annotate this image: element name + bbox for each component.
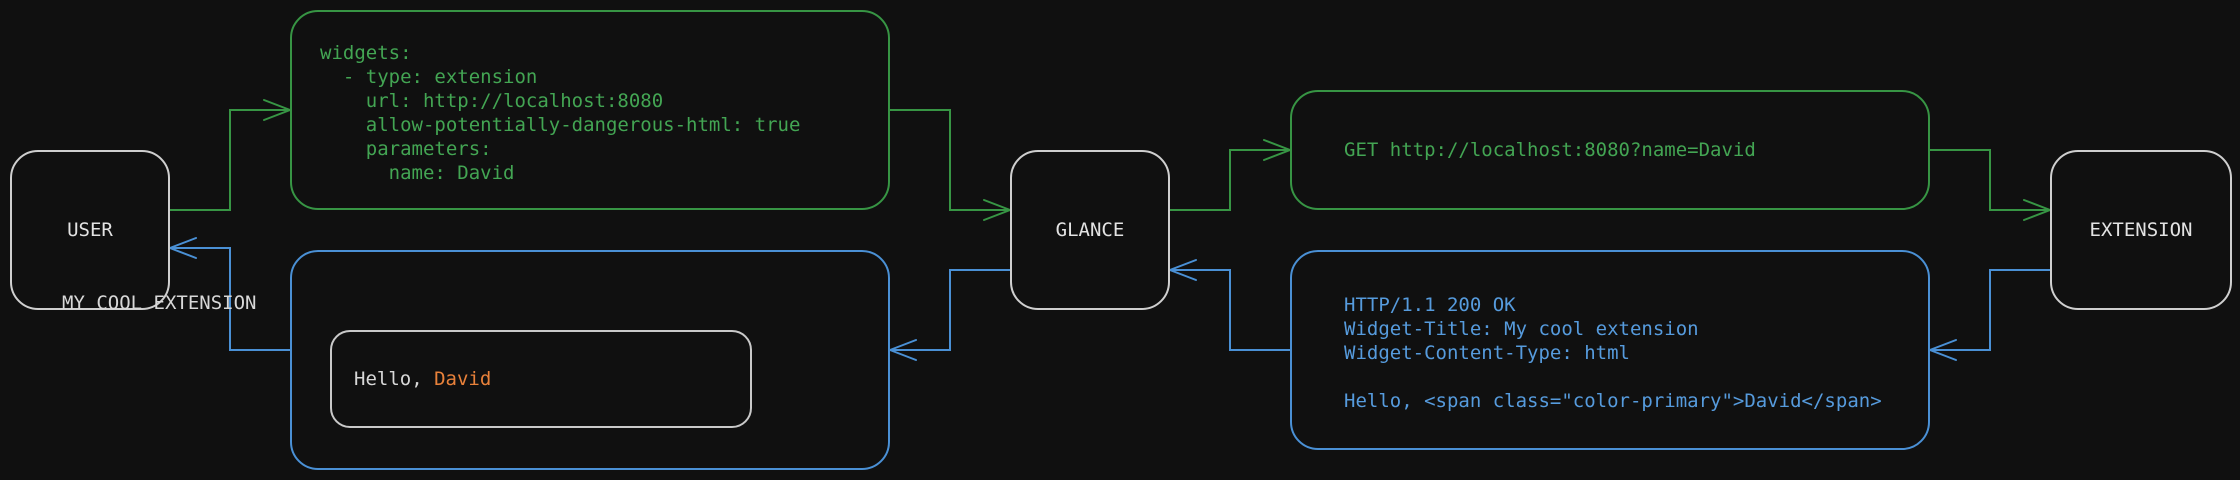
arrowhead-extension-to-response bbox=[1927, 339, 1957, 361]
config-yaml-line: parameters: bbox=[320, 138, 492, 160]
http-response-box: HTTP/1.1 200 OK Widget-Title: My cool ex… bbox=[1290, 250, 1930, 450]
widget-title: MY COOL EXTENSION bbox=[62, 292, 257, 314]
arrowhead-widget-to-user bbox=[167, 237, 197, 259]
arrowhead-glance-to-widget bbox=[887, 339, 917, 361]
config-yaml-box: widgets: - type: extension url: http://l… bbox=[290, 10, 890, 210]
http-response-line: Hello, <span class="color-primary">David… bbox=[1344, 390, 1882, 412]
arrow-config-to-glance bbox=[889, 109, 1009, 211]
http-response-line: HTTP/1.1 200 OK bbox=[1344, 294, 1516, 316]
http-response-line: Widget-Title: My cool extension bbox=[1344, 318, 1699, 340]
arrow-response-to-glance bbox=[1171, 269, 1291, 351]
glance-node-label: GLANCE bbox=[1055, 219, 1125, 241]
extension-node-label: EXTENSION bbox=[2089, 219, 2193, 241]
arrow-request-to-extension bbox=[1929, 149, 2049, 211]
config-yaml-line: - type: extension bbox=[320, 66, 538, 88]
greeting-prefix: Hello, bbox=[354, 368, 435, 390]
glance-node: GLANCE bbox=[1010, 150, 1170, 310]
http-request-box: GET http://localhost:8080?name=David bbox=[1290, 90, 1930, 210]
config-yaml-line: url: http://localhost:8080 bbox=[320, 90, 664, 112]
config-yaml-line: widgets: bbox=[320, 42, 412, 64]
greeting-name: David bbox=[434, 368, 492, 390]
http-request-line: GET http://localhost:8080?name=David bbox=[1344, 139, 1756, 161]
user-node-label: USER bbox=[67, 219, 113, 241]
user-node: USER bbox=[10, 150, 170, 310]
extension-node: EXTENSION bbox=[2050, 150, 2232, 310]
arrow-user-to-config bbox=[169, 109, 289, 211]
config-yaml-line: allow-potentially-dangerous-html: true bbox=[320, 114, 801, 136]
arrow-glance-to-request bbox=[1169, 149, 1289, 211]
http-response-line: Widget-Content-Type: html bbox=[1344, 342, 1630, 364]
config-yaml-line: name: David bbox=[320, 162, 515, 184]
arrow-extension-to-response bbox=[1931, 269, 2051, 351]
arrowhead-response-to-glance bbox=[1167, 259, 1197, 281]
http-response-line bbox=[1344, 365, 1928, 389]
widget-inner-box: Hello, David bbox=[330, 330, 752, 428]
arrow-widget-to-user bbox=[171, 247, 291, 351]
arrow-glance-to-widget bbox=[891, 269, 1011, 351]
